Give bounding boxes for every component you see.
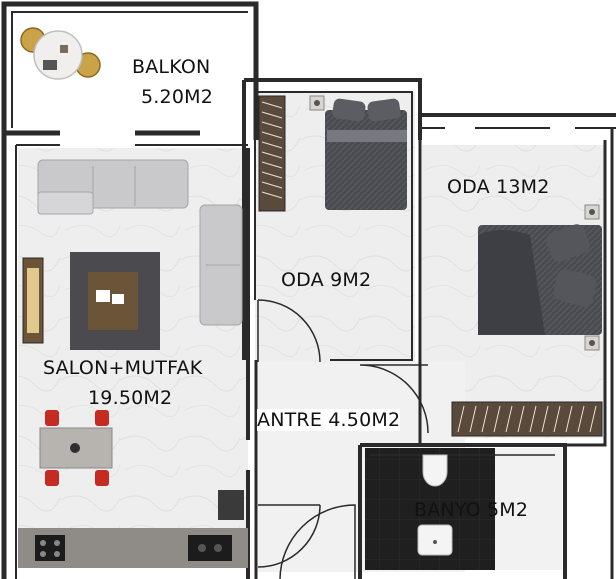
salon-furniture [18, 159, 248, 568]
banyo-door [279, 504, 356, 579]
balkon-area: 5.20M2 [141, 86, 213, 108]
banyo-fixtures [417, 454, 453, 556]
oda9-label: ODA 9M2 [281, 269, 372, 291]
salon-area: 19.50M2 [88, 387, 173, 409]
banyo-label: BANYO 5M2 [414, 499, 529, 521]
oda9-furniture [258, 95, 407, 212]
oda13-furniture [451, 204, 603, 437]
oda13-door [359, 364, 429, 434]
doors [257, 299, 429, 579]
oda13-label: ODA 13M2 [447, 176, 550, 198]
antre-label: ANTRE 4.50M2 [257, 409, 401, 431]
oda9-door [257, 299, 321, 363]
salon-name: SALON+MUTFAK [43, 357, 203, 379]
balcony-table-set [20, 27, 101, 80]
banyo-shower-area [495, 448, 562, 570]
balkon-name: BALKON [132, 56, 211, 78]
entrance-door [257, 504, 321, 568]
